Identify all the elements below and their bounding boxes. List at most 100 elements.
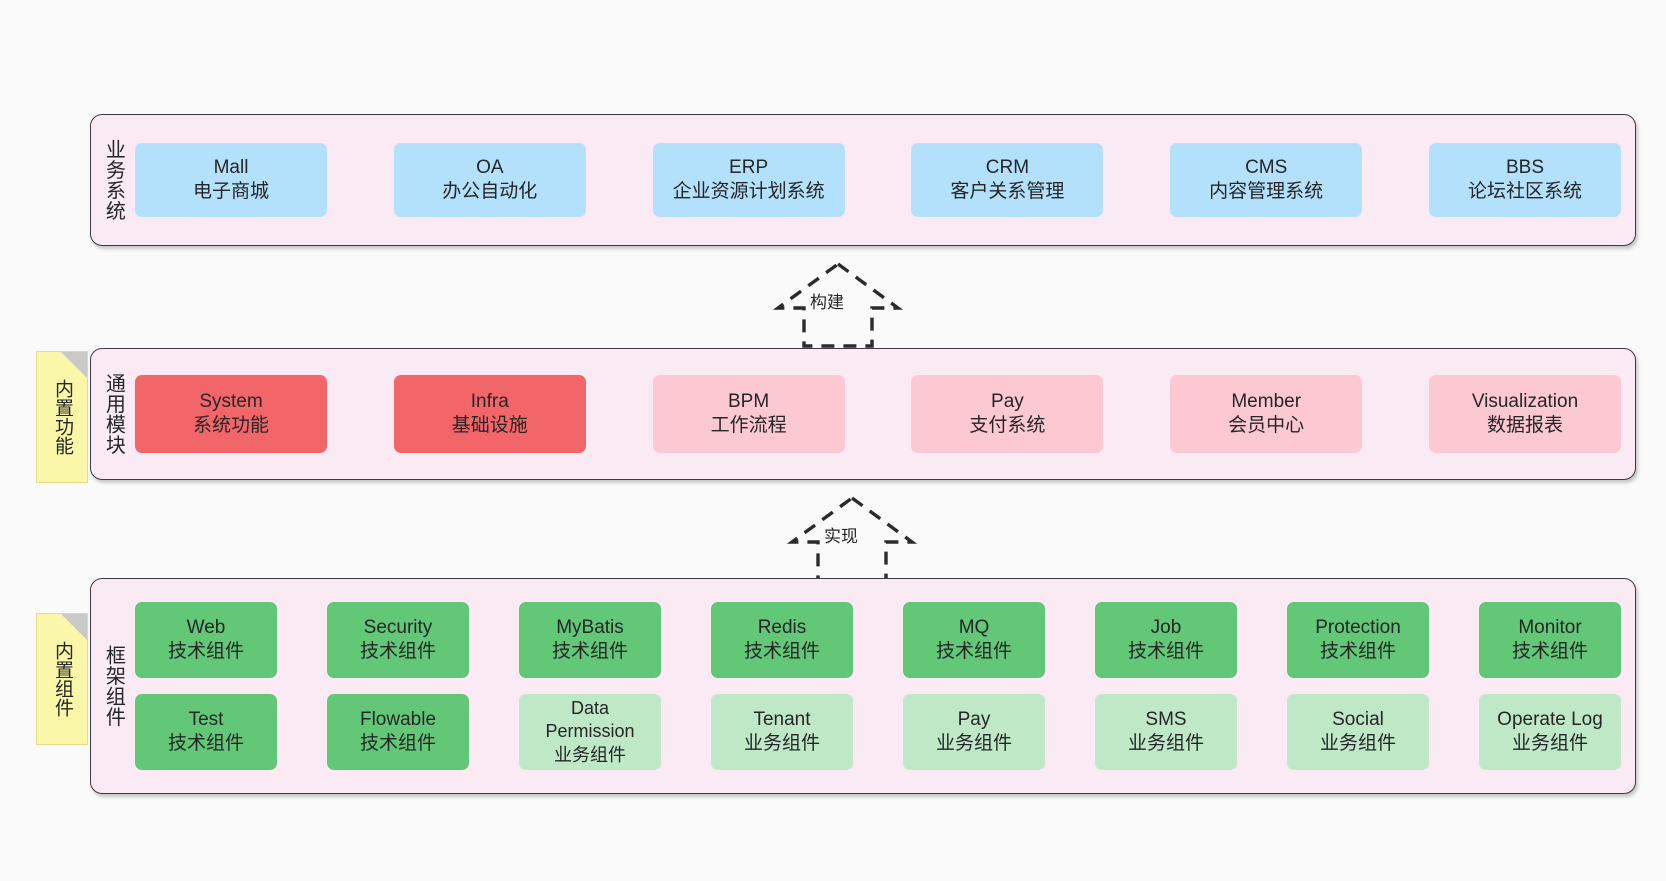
node-title: BPM	[728, 390, 770, 412]
node-sms[interactable]: SMS 业务组件	[1095, 694, 1237, 770]
node-title: ERP	[729, 156, 769, 178]
node-title: Redis	[757, 616, 807, 638]
node-member[interactable]: Member 会员中心	[1170, 375, 1363, 453]
node-infra[interactable]: Infra 基础设施	[393, 375, 586, 453]
node-mybatis[interactable]: MyBatis 技术组件	[519, 602, 661, 678]
node-subtitle: 技术组件	[359, 641, 436, 662]
node-subtitle: 内容管理系统	[1209, 181, 1324, 202]
node-oa[interactable]: OA 办公自动化	[393, 143, 586, 217]
node-title: Web	[186, 616, 226, 638]
node-redis[interactable]: Redis 技术组件	[711, 602, 853, 678]
node-subtitle: 技术组件	[935, 641, 1012, 662]
node-subtitle: 基础设施	[451, 415, 528, 436]
node-web[interactable]: Web 技术组件	[135, 602, 277, 678]
node-subtitle: 业务组件	[935, 733, 1012, 754]
node-bbs[interactable]: BBS 论坛社区系统	[1428, 143, 1621, 217]
node-title: System	[199, 390, 263, 412]
layer-framework-components[interactable]: 框架组件 Web 技术组件 Security 技术组件 MyBatis 技术组件…	[90, 578, 1636, 794]
node-row: Test 技术组件 Flowable 技术组件 Data Permission …	[135, 694, 1621, 770]
node-title: CRM	[985, 156, 1030, 178]
node-subtitle: 技术组件	[1127, 641, 1204, 662]
node-title: BBS	[1505, 156, 1544, 178]
node-title: Security	[363, 616, 433, 638]
node-title: Data Permission	[545, 698, 635, 742]
node-title: Visualization	[1471, 390, 1579, 412]
layer-body-business-systems: Mall 电子商城 OA 办公自动化 ERP 企业资源计划系统 CRM 客户关系…	[135, 115, 1635, 245]
node-social[interactable]: Social 业务组件	[1287, 694, 1429, 770]
node-title: Infra	[470, 390, 509, 412]
layer-caption-framework-components: 框架组件	[102, 645, 125, 727]
node-row: Web 技术组件 Security 技术组件 MyBatis 技术组件 Redi…	[135, 602, 1621, 678]
node-subtitle: 业务组件	[1127, 733, 1204, 754]
node-title: Pay	[991, 390, 1024, 412]
layer-body-framework-components: Web 技术组件 Security 技术组件 MyBatis 技术组件 Redi…	[135, 579, 1635, 793]
node-subtitle: 业务组件	[743, 733, 820, 754]
node-erp[interactable]: ERP 企业资源计划系统	[652, 143, 845, 217]
node-visualization[interactable]: Visualization 数据报表	[1428, 375, 1621, 453]
node-title: Test	[188, 708, 224, 730]
generalization-arrow-icon	[786, 495, 918, 582]
generalization-arrow-icon	[772, 261, 904, 348]
sticky-note-builtin-features[interactable]: 内置功能	[36, 351, 88, 483]
node-subtitle: 业务组件	[1511, 733, 1588, 754]
node-pay-module[interactable]: Pay 支付系统	[911, 375, 1104, 453]
layer-caption-common-modules: 通用模块	[102, 373, 125, 455]
layer-caption-business-systems: 业务系统	[102, 139, 125, 221]
node-test[interactable]: Test 技术组件	[135, 694, 277, 770]
node-subtitle: 办公自动化	[442, 181, 538, 202]
node-title: Social	[1332, 708, 1384, 730]
node-cms[interactable]: CMS 内容管理系统	[1170, 143, 1363, 217]
node-security[interactable]: Security 技术组件	[327, 602, 469, 678]
node-monitor[interactable]: Monitor 技术组件	[1479, 602, 1621, 678]
node-mall[interactable]: Mall 电子商城	[135, 143, 327, 217]
layer-common-modules[interactable]: 通用模块 System 系统功能 Infra 基础设施 BPM 工作流程 Pay…	[90, 348, 1636, 480]
node-subtitle: 技术组件	[551, 641, 628, 662]
node-subtitle: 技术组件	[359, 733, 436, 754]
node-title: Operate Log	[1497, 708, 1603, 730]
node-pay-component[interactable]: Pay 业务组件	[903, 694, 1045, 770]
node-subtitle: 会员中心	[1228, 415, 1305, 436]
node-row: Mall 电子商城 OA 办公自动化 ERP 企业资源计划系统 CRM 客户关系…	[135, 143, 1621, 217]
node-row: System 系统功能 Infra 基础设施 BPM 工作流程 Pay 支付系统…	[135, 375, 1621, 453]
node-title: OA	[476, 156, 504, 178]
node-flowable[interactable]: Flowable 技术组件	[327, 694, 469, 770]
node-subtitle: 业务组件	[554, 744, 626, 765]
connector-implement-label: 实现	[824, 527, 858, 546]
node-title: Tenant	[753, 708, 811, 730]
node-title: CMS	[1245, 156, 1288, 178]
page-fold-icon	[61, 614, 87, 640]
node-subtitle: 客户关系管理	[950, 181, 1065, 202]
node-subtitle: 技术组件	[167, 733, 244, 754]
node-crm[interactable]: CRM 客户关系管理	[911, 143, 1104, 217]
node-system[interactable]: System 系统功能	[135, 375, 327, 453]
node-job[interactable]: Job 技术组件	[1095, 602, 1237, 678]
node-title: Job	[1150, 616, 1182, 638]
node-subtitle: 业务组件	[1319, 733, 1396, 754]
node-subtitle: 企业资源计划系统	[672, 181, 825, 202]
node-subtitle: 技术组件	[1511, 641, 1588, 662]
node-data-permission[interactable]: Data Permission 业务组件	[519, 694, 661, 770]
node-protection[interactable]: Protection 技术组件	[1287, 602, 1429, 678]
node-subtitle: 技术组件	[1319, 641, 1396, 662]
node-subtitle: 支付系统	[969, 415, 1046, 436]
node-tenant[interactable]: Tenant 业务组件	[711, 694, 853, 770]
node-subtitle: 工作流程	[710, 415, 787, 436]
node-operate-log[interactable]: Operate Log 业务组件	[1479, 694, 1621, 770]
sticky-note-label: 内置功能	[52, 379, 74, 455]
layer-business-systems[interactable]: 业务系统 Mall 电子商城 OA 办公自动化 ERP 企业资源计划系统 CRM…	[90, 114, 1636, 246]
node-title: Monitor	[1518, 616, 1582, 638]
node-title: Flowable	[359, 708, 437, 730]
connector-build: 构建	[758, 258, 918, 348]
node-subtitle: 数据报表	[1486, 415, 1563, 436]
node-mq[interactable]: MQ 技术组件	[903, 602, 1045, 678]
connector-implement: 实现	[772, 492, 932, 582]
node-subtitle: 电子商城	[192, 181, 269, 202]
node-title: SMS	[1145, 708, 1187, 730]
page-fold-icon	[61, 352, 87, 378]
node-title: Pay	[957, 708, 991, 730]
node-title: Member	[1231, 390, 1302, 412]
sticky-note-builtin-components[interactable]: 内置组件	[36, 613, 88, 745]
layer-body-common-modules: System 系统功能 Infra 基础设施 BPM 工作流程 Pay 支付系统…	[135, 349, 1635, 479]
node-subtitle: 系统功能	[192, 415, 269, 436]
node-bpm[interactable]: BPM 工作流程	[652, 375, 845, 453]
